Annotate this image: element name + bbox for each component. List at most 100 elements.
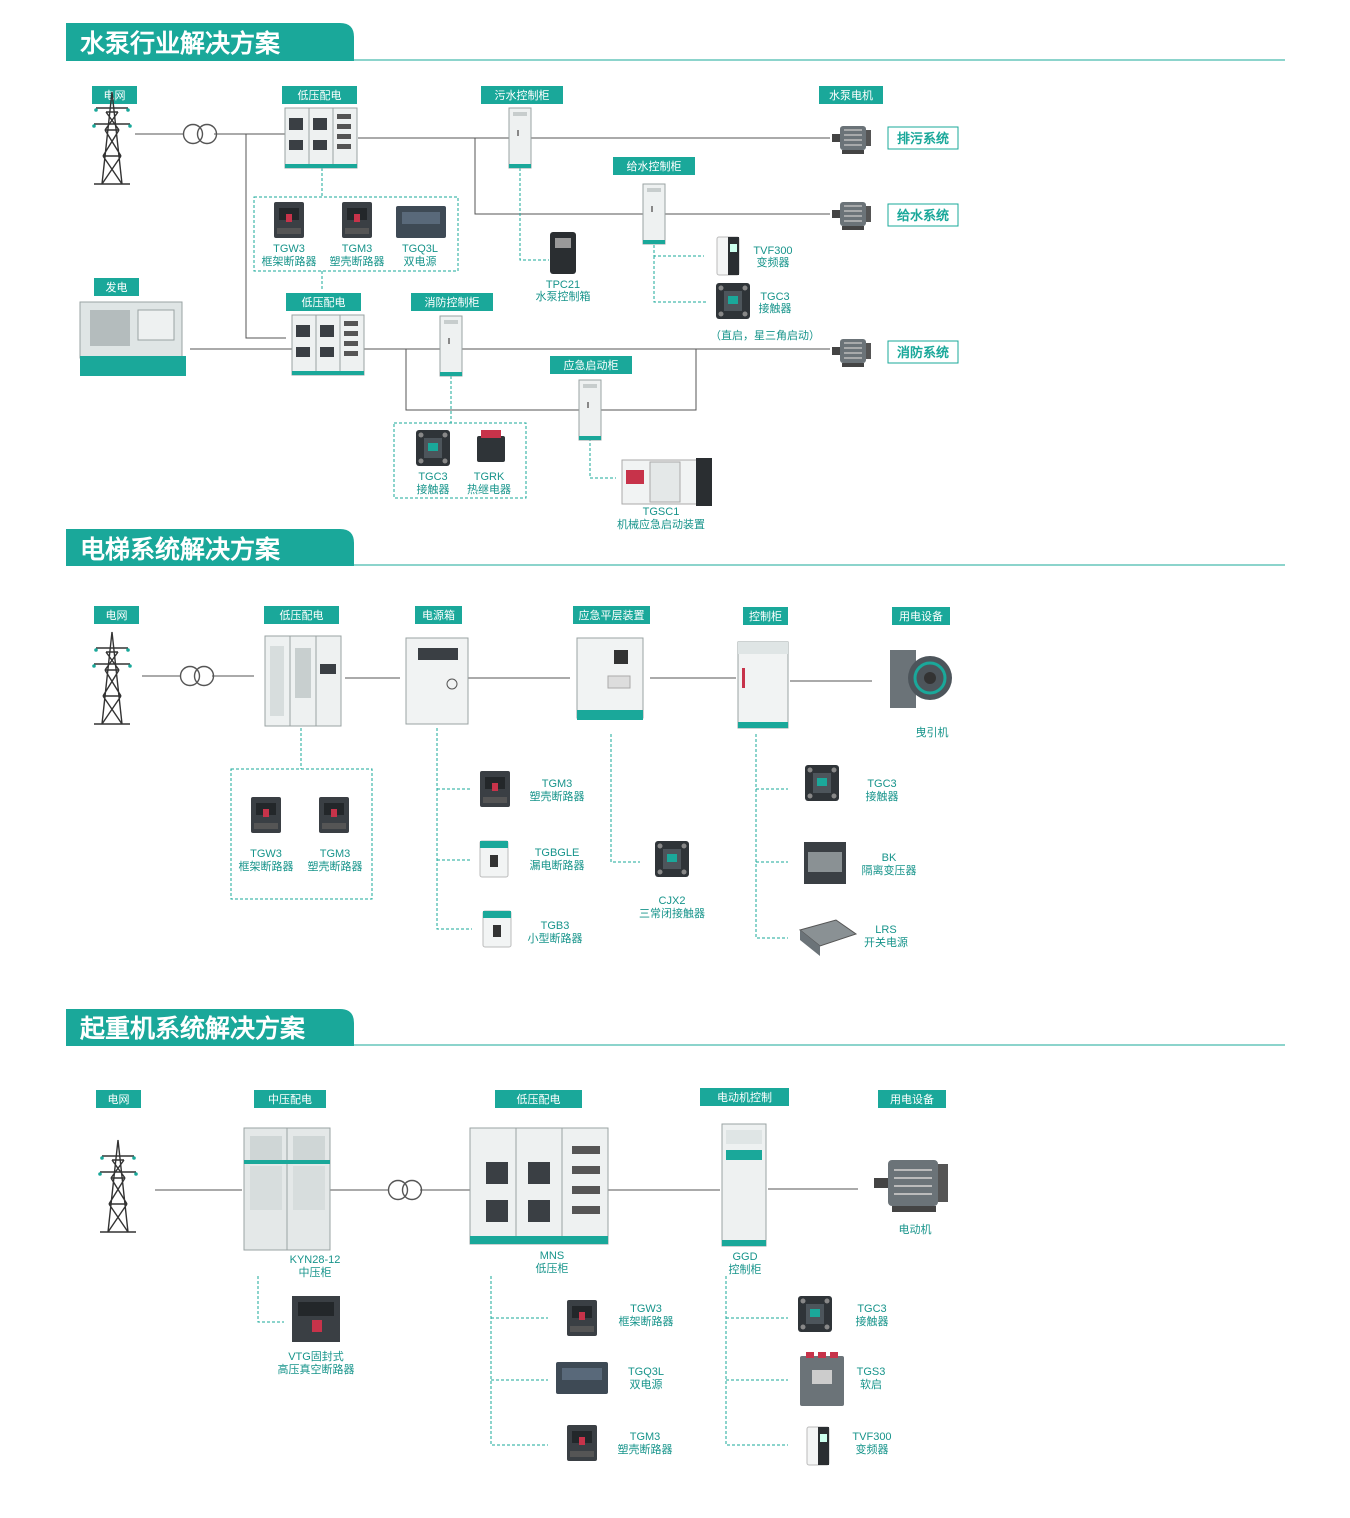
product-model: TGRK <box>474 471 505 483</box>
product-name: 软启 <box>860 1377 882 1391</box>
breaker-icon <box>251 797 281 833</box>
svg-text:电网: 电网 <box>106 609 128 622</box>
product-model: TVF300 <box>753 245 792 257</box>
product-name: 漏电断路器 <box>530 858 585 872</box>
tag-grid: 电网 <box>96 1090 141 1108</box>
system-supply: 给水系统 <box>887 203 959 227</box>
svg-text:污水控制柜: 污水控制柜 <box>495 88 550 102</box>
tag-grid: 电网 <box>92 86 137 104</box>
svg-text:电网: 电网 <box>108 1093 130 1106</box>
tag-equipment: 用电设备 <box>878 1090 946 1108</box>
traction-label: 曳引机 <box>916 725 949 739</box>
product-name: 塑壳断路器 <box>330 254 385 268</box>
product-model: TGS3 <box>857 1366 886 1378</box>
contactor-icon <box>805 765 839 801</box>
tag-fire: 消防控制柜 <box>411 293 493 311</box>
product-name: 变频器 <box>757 255 790 269</box>
contactor-icon <box>798 1296 832 1332</box>
tag-sewage: 污水控制柜 <box>481 86 563 104</box>
crane-title: 起重机系统解决方案 <box>80 1014 306 1043</box>
tag-control: 控制柜 <box>743 607 788 625</box>
motor-icon <box>831 338 872 368</box>
product-model: TGQ3L <box>628 1366 664 1378</box>
transformer-icon <box>179 665 215 687</box>
transmission-tower-icon <box>91 91 133 185</box>
svg-text:电动机控制: 电动机控制 <box>717 1090 772 1104</box>
tag-motor: 水泵电机 <box>819 86 883 104</box>
svg-text:排污系统: 排污系统 <box>897 131 949 146</box>
product-model: TGSC1 <box>643 506 680 518</box>
contactor-icon <box>416 430 450 466</box>
contactor-icon <box>716 283 750 319</box>
product-model: TVF300 <box>852 1431 891 1443</box>
product-name: 接触器 <box>417 482 450 496</box>
svg-text:低压配电: 低压配电 <box>517 1093 561 1106</box>
svg-text:消防控制柜: 消防控制柜 <box>425 295 480 309</box>
product-model: TGM3 <box>542 778 573 790</box>
tag-emergency: 应急启动柜 <box>550 356 632 374</box>
product-model: GGD <box>732 1251 757 1263</box>
mns-cabinet-icon <box>469 1127 609 1245</box>
control-cabinet-icon <box>737 641 789 729</box>
product-name: 接触器 <box>856 1314 889 1328</box>
product-model: CJX2 <box>659 895 686 907</box>
generator-icon <box>79 301 186 376</box>
dual-power-icon <box>396 206 446 238</box>
breaker-icon <box>274 202 304 238</box>
product-name: 接触器 <box>759 301 792 315</box>
product-model: TGQ3L <box>402 243 438 255</box>
tag-grid: 电网 <box>94 606 139 624</box>
pump-title: 水泵行业解决方案 <box>80 29 281 58</box>
tag-lv2: 低压配电 <box>286 293 361 311</box>
product-model: TGW3 <box>630 1303 662 1315</box>
product-model: TGW3 <box>250 848 282 860</box>
product-name: 低压柜 <box>536 1262 569 1275</box>
pump-control-box-icon <box>550 232 576 274</box>
pump-diagram: 电网 低压配电 污水控制柜 水泵电机 给水控制柜 发电 低压配电 消防控制柜 应… <box>79 86 959 531</box>
product-name: 热继电器 <box>467 483 511 496</box>
product-name: 机械应急启动装置 <box>617 517 705 531</box>
elevator-diagram: 电网 低压配电 电源箱 应急平层装置 控制柜 用电设备 <box>91 606 952 956</box>
rcd-breaker-icon <box>479 840 509 878</box>
product-name: 塑壳断路器 <box>618 1442 673 1456</box>
tag-leveling: 应急平层装置 <box>573 606 650 624</box>
transformer-icon <box>182 123 218 145</box>
tag-lv1: 低压配电 <box>282 86 357 104</box>
tag-supply: 给水控制柜 <box>613 157 695 175</box>
product-model: TGC3 <box>867 778 896 790</box>
svg-text:发电: 发电 <box>106 280 128 294</box>
traction-machine-icon <box>890 650 952 708</box>
system-fire: 消防系统 <box>887 340 959 364</box>
product-model: KYN28-12 <box>290 1254 341 1266</box>
motor-icon <box>831 201 872 231</box>
product-name: 塑壳断路器 <box>530 789 585 803</box>
svg-text:电网: 电网 <box>104 89 126 102</box>
product-model: TGC3 <box>857 1303 886 1315</box>
thermal-relay-icon <box>477 430 505 462</box>
product-name: 塑壳断路器 <box>308 859 363 873</box>
product-model: MNS <box>540 1250 564 1262</box>
cabinet-icon <box>508 107 532 169</box>
product-model: TGM3 <box>630 1431 661 1443</box>
product-name: 开关电源 <box>864 935 908 949</box>
elevator-title: 电梯系统解决方案 <box>80 535 281 564</box>
cabinet-icon <box>578 379 602 441</box>
svg-text:控制柜: 控制柜 <box>749 609 782 623</box>
product-model: LRS <box>875 924 896 936</box>
breaker-icon <box>480 771 510 807</box>
system-drain: 排污系统 <box>887 126 959 150</box>
leveling-device-icon <box>576 637 644 720</box>
product-model: VTG固封式 <box>288 1349 344 1363</box>
product-name: 接触器 <box>866 789 899 803</box>
cabinet-icon <box>291 314 365 376</box>
section-header-crane: 起重机系统解决方案 <box>66 1009 1285 1046</box>
inverter-icon <box>806 1426 830 1466</box>
svg-text:用电设备: 用电设备 <box>890 1092 934 1106</box>
svg-text:给水系统: 给水系统 <box>897 208 949 223</box>
dual-power-icon <box>556 1362 608 1394</box>
product-model: TPC21 <box>546 279 580 291</box>
cabinet-icon <box>439 315 463 377</box>
product-model: TGBGLE <box>535 847 580 859</box>
start-note: （直启，星三角启动） <box>710 328 820 342</box>
